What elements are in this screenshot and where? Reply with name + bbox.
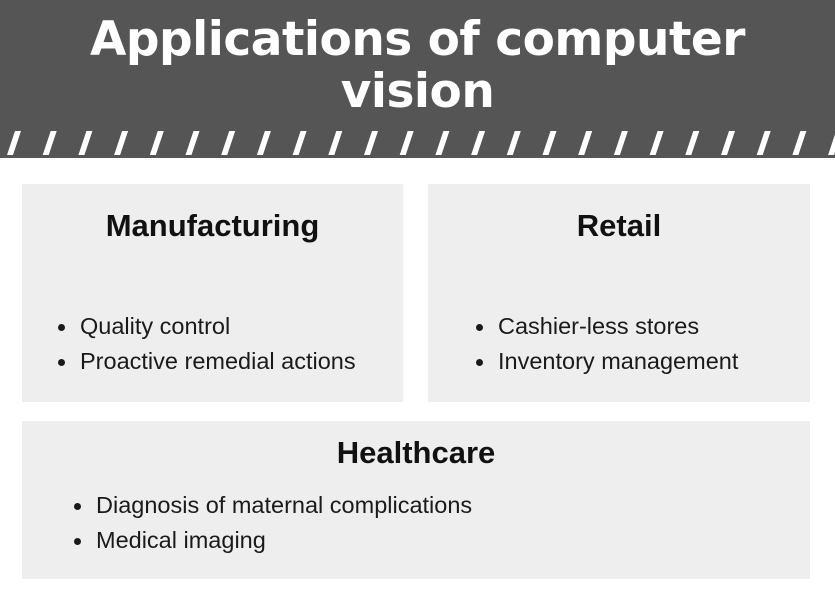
healthcare-heading: Healthcare (336, 435, 496, 470)
page-title: Applications of computer vision (0, 14, 835, 118)
hatch-stripe (364, 131, 378, 155)
hatch-stripe (721, 131, 735, 155)
hatch-divider (7, 131, 835, 155)
hatch-stripe (471, 131, 486, 155)
healthcare-list: Diagnosis of maternal complications Medi… (74, 488, 472, 558)
hatch-stripe (78, 131, 93, 155)
list-item: Medical imaging (74, 523, 472, 558)
manufacturing-card: Manufacturing Quality control Proactive … (22, 184, 403, 402)
manufacturing-list: Quality control Proactive remedial actio… (58, 309, 356, 379)
hatch-stripe (506, 131, 521, 155)
list-item: Quality control (58, 309, 356, 344)
hatch-stripe (399, 131, 414, 155)
hatch-stripe (828, 134, 835, 155)
healthcare-card: Healthcare Diagnosis of maternal complic… (22, 421, 810, 579)
hatch-stripe (685, 131, 700, 155)
hatch-stripe (435, 131, 450, 155)
retail-card: Retail Cashier-less stores Inventory man… (428, 184, 810, 402)
hatch-stripe (7, 131, 21, 155)
hatch-stripe (649, 131, 664, 155)
title-banner: Applications of computer vision (0, 0, 835, 158)
hatch-stripe (149, 131, 164, 155)
manufacturing-heading: Manufacturing (105, 208, 320, 243)
hatch-stripe (114, 131, 129, 155)
list-item: Diagnosis of maternal complications (74, 488, 472, 523)
hatch-stripe (42, 131, 57, 155)
list-item: Cashier-less stores (476, 309, 738, 344)
retail-list: Cashier-less stores Inventory management (476, 309, 738, 379)
hatch-stripe (756, 131, 771, 155)
hatch-stripe (221, 131, 236, 155)
hatch-stripe (256, 131, 271, 155)
hatch-stripe (292, 131, 307, 155)
title-line-2: vision (340, 64, 495, 119)
list-item: Inventory management (476, 344, 738, 379)
hatch-stripe (185, 131, 200, 155)
hatch-stripe (792, 131, 807, 155)
hatch-stripe (613, 131, 628, 155)
title-line-1: Applications of computer (90, 12, 745, 67)
list-item: Proactive remedial actions (58, 344, 356, 379)
hatch-stripe (328, 131, 343, 155)
hatch-stripe (542, 131, 557, 155)
retail-heading: Retail (576, 208, 662, 243)
hatch-stripe (578, 131, 593, 155)
